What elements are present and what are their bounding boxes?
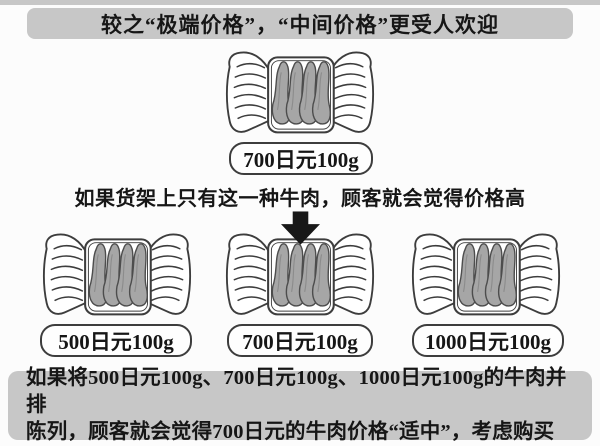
meat-package-icon [411,228,561,322]
top-edge-strip [0,0,600,5]
footer-line-1: 如果将500日元100g、700日元100g、1000日元100g的牛肉并排 [26,367,567,416]
price-tag-700-text: 700日元100g [242,329,358,354]
price-tag-1000: 1000日元100g [412,324,564,357]
price-tag-500-text: 500日元100g [58,329,174,354]
price-tag-1000-text: 1000日元100g [425,329,551,354]
meat-package-icon [225,46,375,140]
header-title: 较之“极端价格”，“中间价格”更受人欢迎 [101,12,499,37]
footer-banner: 如果将500日元100g、700日元100g、1000日元100g的牛肉并排 陈… [8,367,592,443]
meat-package-icon [42,228,192,322]
footer-line-2: 陈列，顾客就会觉得700日元的牛肉价格“适中”，考虑购买 [26,421,555,443]
header-banner: 较之“极端价格”，“中间价格”更受人欢迎 [27,8,573,39]
price-tag-single: 700日元100g [229,142,373,175]
price-tag-single-text: 700日元100g [243,147,359,172]
price-tag-700: 700日元100g [227,324,373,357]
down-arrow-icon [281,211,320,245]
price-tag-500: 500日元100g [40,324,192,357]
single-shelf-caption: 如果货架上只有这一种牛肉，顾客就会觉得价格高 [74,188,526,210]
